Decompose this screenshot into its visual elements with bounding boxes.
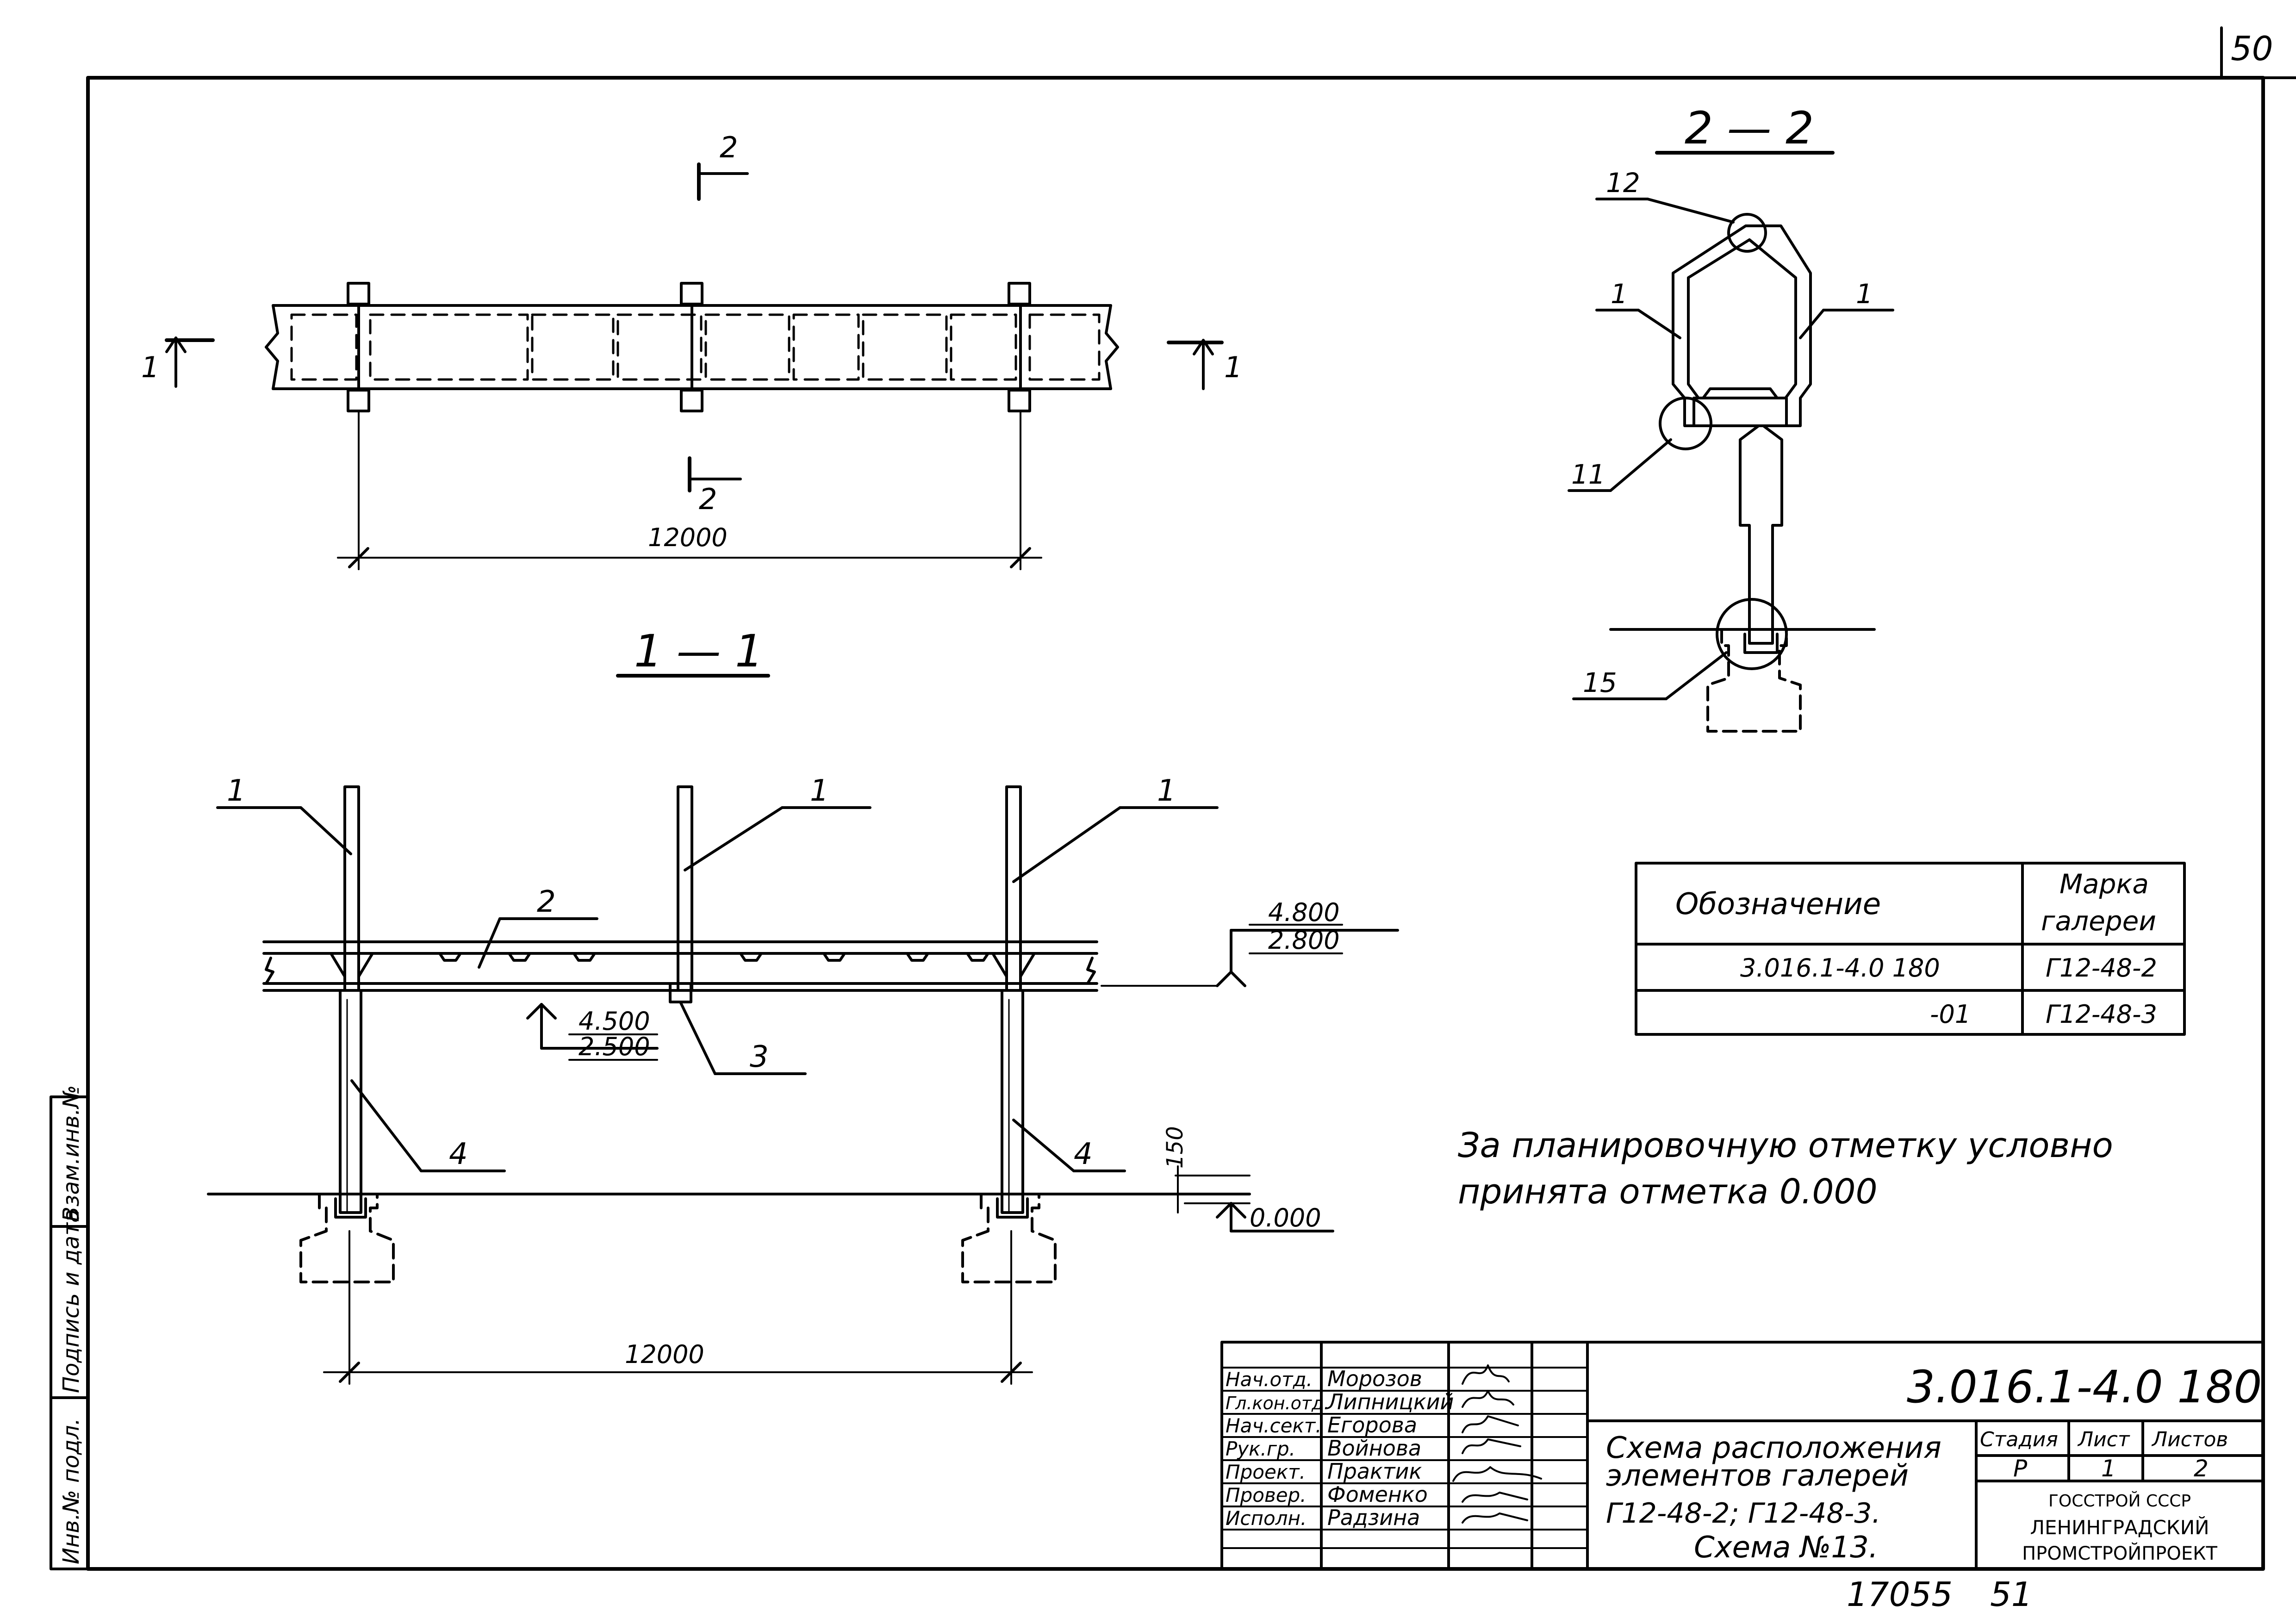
note-line-1: За планировочную отметку условно	[1458, 1126, 2113, 1165]
section-2-2-callout-1b: 1	[1856, 278, 1873, 310]
stamp-name-3: Войнова	[1327, 1436, 1421, 1461]
stamp-role-4: Проект.	[1226, 1461, 1306, 1483]
stamp-sheets-label: Листов	[2151, 1428, 2228, 1451]
stamp-name-1: Липницкий	[1326, 1389, 1454, 1414]
gallery-table-grid	[1635, 862, 2186, 1036]
level-0000: 0.000	[1250, 1203, 1321, 1232]
section-1-1-callout-1a: 1	[227, 774, 246, 808]
section-1-1-callout-1b: 1	[810, 774, 829, 808]
plan-section-2-top-label: 2	[720, 131, 738, 164]
stamp-org-line2: ЛЕНИНГРАДСКИЙ	[2030, 1516, 2209, 1539]
stamp-sheets-value: 2	[2194, 1455, 2209, 1482]
side-inv-podl: Инв.№ подл.	[58, 1418, 84, 1564]
stamp-stage-label: Стадия	[1980, 1428, 2058, 1451]
level-4800: 4.800	[1268, 898, 1340, 927]
section-1-1	[207, 674, 1399, 1385]
level-2500: 2.500	[579, 1032, 650, 1061]
level-4500: 4.500	[579, 1007, 650, 1036]
title-block-grid	[1220, 1341, 2265, 1570]
plan-span-dimension: 12000	[648, 523, 728, 552]
stamp-org-line3: ПРОМСТРОЙПРОЕКТ	[2022, 1542, 2217, 1564]
bottom-right-number: 51	[1990, 1575, 2033, 1614]
level-2800: 2.800	[1268, 926, 1340, 955]
stamp-role-2: Нач.сект.	[1226, 1414, 1322, 1437]
table-header-mark-line1: Марка	[2060, 868, 2149, 900]
stamp-title-line3: Г12-48-2; Г12-48-3.	[1606, 1497, 1881, 1530]
stamp-doc-code: 3.016.1-4.0 180	[1907, 1361, 2262, 1413]
section-1-1-callout-3: 3	[750, 1040, 769, 1074]
plan-view	[165, 162, 1224, 570]
table-header-mark-line2: галереи	[2041, 905, 2156, 937]
stamp-stage-value: Р	[2013, 1455, 2028, 1482]
stamp-name-6: Радзина	[1327, 1505, 1420, 1530]
plan-section-1-left-label: 1	[141, 350, 159, 384]
section-1-1-callout-2: 2	[537, 885, 556, 919]
stamp-title-line2: элементов галерей	[1606, 1459, 1909, 1493]
section-1-1-title: 1 — 1	[634, 625, 763, 677]
section-2-2-callout-15: 15	[1583, 667, 1617, 698]
plan-section-2-bottom-label: 2	[699, 482, 717, 516]
bottom-left-number: 17055	[1847, 1575, 1953, 1614]
stamp-role-6: Исполн.	[1226, 1507, 1307, 1530]
section-2-2	[1568, 151, 1894, 733]
stamp-name-0: Морозов	[1327, 1366, 1422, 1391]
dimension-150: 150	[1162, 1126, 1188, 1169]
stamp-org-line1: ГОССТРОЙ СССР	[2048, 1491, 2191, 1511]
stamp-title-line1: Схема расположения	[1606, 1431, 1941, 1465]
table-row2-mark: Г12-48-3	[2046, 1000, 2157, 1029]
stamp-name-2: Егорова	[1327, 1412, 1417, 1437]
stamp-name-4: Практик	[1327, 1459, 1422, 1484]
section-2-2-callout-12: 12	[1606, 167, 1640, 199]
note-line-2: принята отметка 0.000	[1458, 1172, 1878, 1212]
stamp-title-line4: Схема №13.	[1694, 1531, 1878, 1565]
section-1-1-callout-1c: 1	[1157, 774, 1176, 808]
section-2-2-callout-11: 11	[1571, 459, 1605, 490]
side-vzam-inv: Взам.инв.№	[58, 1085, 84, 1222]
stamp-signatures	[1452, 1364, 1542, 1524]
section-2-2-callout-1a: 1	[1611, 278, 1628, 310]
section-2-2-title: 2 — 2	[1685, 102, 1814, 154]
section-1-1-callout-4b: 4	[1074, 1137, 1093, 1171]
table-row1-designation: 3.016.1-4.0 180	[1740, 953, 1940, 983]
plan-section-1-right-label: 1	[1224, 350, 1242, 384]
stamp-role-5: Провер.	[1226, 1484, 1307, 1506]
section-1-1-span-dimension: 12000	[625, 1340, 704, 1369]
table-row1-mark: Г12-48-2	[2046, 953, 2157, 983]
stamp-role-0: Нач.отд.	[1226, 1368, 1313, 1391]
table-header-designation: Обозначение	[1675, 887, 1881, 921]
stamp-name-5: Фоменко	[1327, 1482, 1428, 1507]
stamp-role-1: Гл.кон.отд.	[1226, 1393, 1329, 1413]
section-1-1-callout-4a: 4	[449, 1137, 468, 1171]
side-stamp	[50, 1095, 89, 1570]
stamp-sheet-value: 1	[2101, 1455, 2116, 1482]
stamp-role-3: Рук.гр.	[1226, 1437, 1295, 1460]
table-row2-designation: -01	[1930, 1000, 1971, 1029]
side-signature-date: Подпись и дата	[58, 1209, 84, 1393]
corner-sheet-number: 50	[2231, 29, 2273, 68]
sheet-frame	[86, 76, 2265, 1571]
stamp-sheet-label: Лист	[2077, 1428, 2130, 1451]
